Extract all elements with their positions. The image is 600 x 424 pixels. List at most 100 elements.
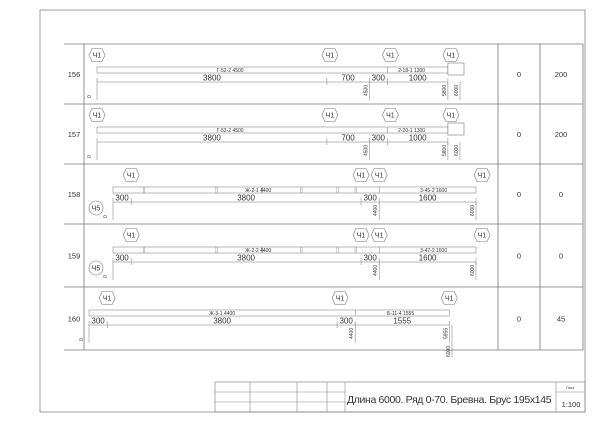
dimension-label: 3800: [237, 194, 255, 203]
log-bar: [112, 186, 477, 194]
part-tag: Ч1: [473, 168, 491, 182]
hexagon-tag-icon: [382, 108, 399, 122]
dimension-label: 300: [363, 254, 377, 263]
log-bar: [88, 309, 450, 317]
origin-label: 0: [79, 338, 85, 341]
tag-label: Ч1: [447, 113, 456, 120]
tag-label: Ч1: [127, 233, 136, 240]
sheet-label: Лист: [566, 385, 575, 390]
log-bar: [96, 62, 465, 76]
tag-label: Ч1: [336, 296, 345, 303]
tag-label: Ч1: [103, 296, 112, 303]
position-mark-label: 6000: [446, 346, 452, 357]
dimension-label: 300: [363, 194, 377, 203]
hexagon-tag-icon: [442, 108, 460, 122]
scale-label: 1:100: [562, 400, 581, 409]
hexagon-tag-icon: [321, 108, 339, 122]
row-value-2: 200: [555, 70, 568, 79]
hexagon-tag-icon: [122, 228, 140, 242]
part-tag: Ч1: [122, 228, 140, 242]
dimension-label: 300: [339, 317, 353, 326]
log-bar: [112, 246, 477, 254]
position-mark-label: 5800: [442, 145, 448, 156]
part-tag: Ч1: [331, 291, 349, 305]
part-tag: Ч1: [382, 108, 399, 122]
hexagon-tag-icon: [370, 228, 388, 242]
tag-label: Ч1: [375, 173, 384, 180]
piece-label: 2-20-1 1300: [398, 128, 425, 134]
dimension-label: 700: [341, 134, 355, 143]
circle-tag-icon: [88, 200, 104, 216]
hexagon-tag-icon: [440, 291, 458, 305]
piece-label: Г-53-2 4500: [217, 128, 244, 134]
dimension-label: 300: [372, 134, 386, 143]
part-tag: Ч1: [122, 168, 140, 182]
position-mark-label: 5800: [442, 85, 448, 96]
log-bar: [96, 122, 465, 136]
dimension-label: 300: [115, 254, 129, 263]
part-tag: Ч1: [382, 48, 399, 62]
row-value-2: 200: [555, 130, 568, 139]
row-value-2: 0: [559, 190, 563, 199]
position-mark-label: 5955: [443, 328, 449, 339]
part-tag: Ч1: [473, 228, 491, 242]
row-value-1: 0: [517, 190, 521, 199]
part-tag: Ч1: [321, 108, 339, 122]
hexagon-tag-icon: [321, 48, 339, 62]
tag-label: Ч1: [447, 53, 456, 60]
tag-label: Ч1: [375, 233, 384, 240]
part-tag: Ч1: [88, 48, 106, 62]
tag-label: Ч1: [386, 53, 395, 60]
origin-label: 0: [103, 215, 109, 218]
row-value-2: 0: [559, 252, 563, 261]
dimension-label: 300: [372, 74, 386, 83]
tag-label: Ч1: [127, 173, 136, 180]
side-tag-label: Ч5: [92, 206, 101, 213]
piece-label: Ж-2-2 4400: [245, 248, 271, 254]
tag-label: Ч1: [326, 53, 335, 60]
tag-label: Ч1: [93, 53, 102, 60]
part-tag: Ч1: [98, 291, 116, 305]
hexagon-tag-icon: [88, 48, 106, 62]
row-number: 157: [68, 130, 81, 139]
dimension-label: 300: [91, 317, 105, 326]
part-tag: Ч1: [370, 228, 388, 242]
dimension-label: 3800: [237, 254, 255, 263]
row-number: 159: [68, 252, 81, 261]
part-tag: Ч1: [370, 168, 388, 182]
piece-label: Ж-3-1 4400: [209, 311, 235, 317]
origin-label: 0: [87, 155, 93, 158]
row-value-1: 0: [517, 70, 521, 79]
position-mark-label: 4400: [349, 328, 355, 339]
part-tag: Ч1: [352, 228, 370, 242]
piece-label: Ж-2-1 4400: [245, 188, 271, 194]
row-value-2: 45: [557, 315, 565, 324]
position-mark-label: 6000: [470, 205, 476, 216]
row-value-1: 0: [517, 315, 521, 324]
drawing-title: Длина 6000. Ряд 0-70. Бревна. Брус 195x1…: [347, 394, 552, 406]
dimension-label: 300: [115, 194, 129, 203]
tag-label: Ч1: [357, 173, 366, 180]
hexagon-tag-icon: [122, 168, 140, 182]
piece-label: Г-52-2 4500: [217, 68, 244, 74]
hexagon-tag-icon: [98, 291, 116, 305]
origin-label: 0: [103, 275, 109, 278]
dimension-label: 1600: [419, 254, 437, 263]
hexagon-tag-icon: [442, 48, 460, 62]
dimension-label: 3800: [203, 134, 221, 143]
position-mark-label: 6000: [454, 85, 460, 96]
hexagon-tag-icon: [473, 168, 491, 182]
hexagon-tag-icon: [88, 108, 106, 122]
position-mark-label: 6000: [470, 265, 476, 276]
dimension-label: 3800: [213, 317, 231, 326]
tag-label: Ч1: [478, 233, 487, 240]
dimension-label: 1000: [409, 134, 427, 143]
hexagon-tag-icon: [473, 228, 491, 242]
dimension-label: 3800: [203, 74, 221, 83]
title-block: Длина 6000. Ряд 0-70. Бревна. Брус 195x1…: [214, 381, 586, 413]
